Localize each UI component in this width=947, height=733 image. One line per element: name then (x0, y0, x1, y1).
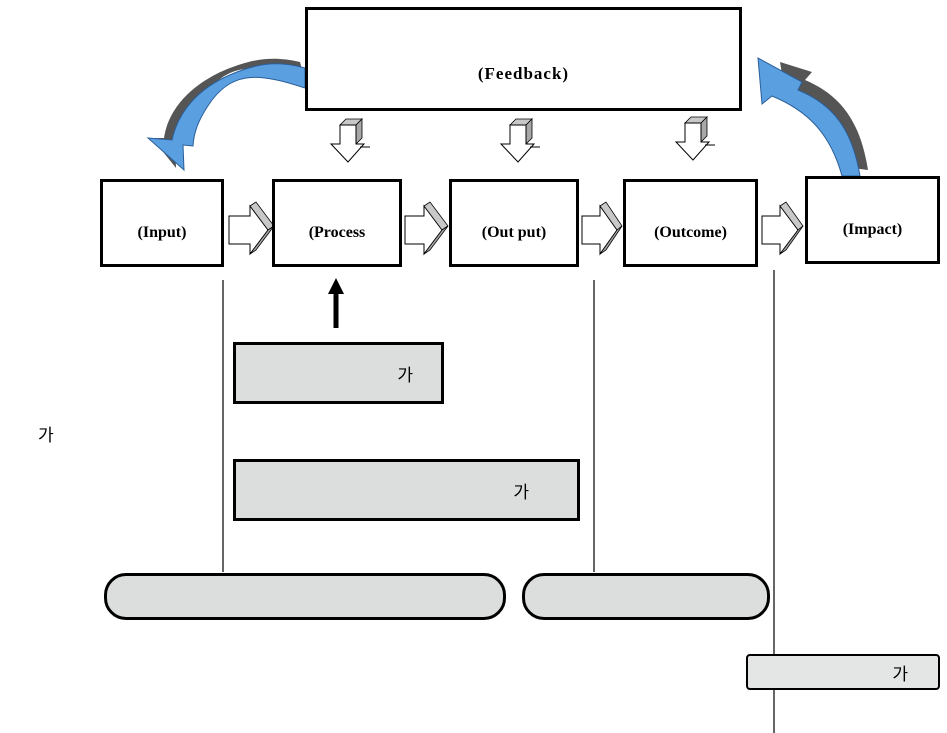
feedback-arrow-left (146, 58, 306, 172)
down-arrow-3 (674, 116, 715, 161)
right-arrow-2 (404, 201, 449, 256)
stage-impact-box: (Impact) (805, 176, 940, 264)
right-arrow-4 (761, 201, 804, 256)
impact-tag-label: 가 (892, 664, 908, 685)
feedback-arrow-right (757, 57, 868, 177)
stage-outcome-label: (Outcome) (654, 224, 727, 241)
down-arrow-2 (499, 118, 540, 163)
stage-input-label: (Input) (137, 224, 187, 241)
side-label: 가 (38, 426, 54, 446)
stage-process-label: (Process (308, 224, 366, 241)
stage-output-label: (Out put) (481, 224, 547, 241)
span-pill-1 (104, 573, 506, 620)
stage-output-box: (Out put) (449, 179, 579, 267)
up-arrow-into-process (328, 278, 344, 328)
feedback-label: (Feedback) (477, 64, 570, 83)
grey-bar-2-label: 가 (513, 482, 529, 503)
span-pill-2 (522, 573, 770, 620)
stage-input-box: (Input) (100, 179, 224, 267)
impact-tag: 가 (746, 654, 940, 690)
right-arrow-1 (228, 201, 275, 256)
stage-process-box: (Process (272, 179, 402, 267)
right-arrow-3 (581, 201, 623, 256)
feedback-box: (Feedback) (305, 7, 742, 111)
down-arrow-1 (329, 118, 370, 163)
stage-outcome-box: (Outcome) (623, 179, 758, 267)
grey-bar-1-label: 가 (397, 365, 413, 386)
grey-bar-2: 가 (233, 459, 580, 521)
grey-bar-1: 가 (233, 342, 444, 404)
stage-impact-label: (Impact) (842, 221, 903, 238)
